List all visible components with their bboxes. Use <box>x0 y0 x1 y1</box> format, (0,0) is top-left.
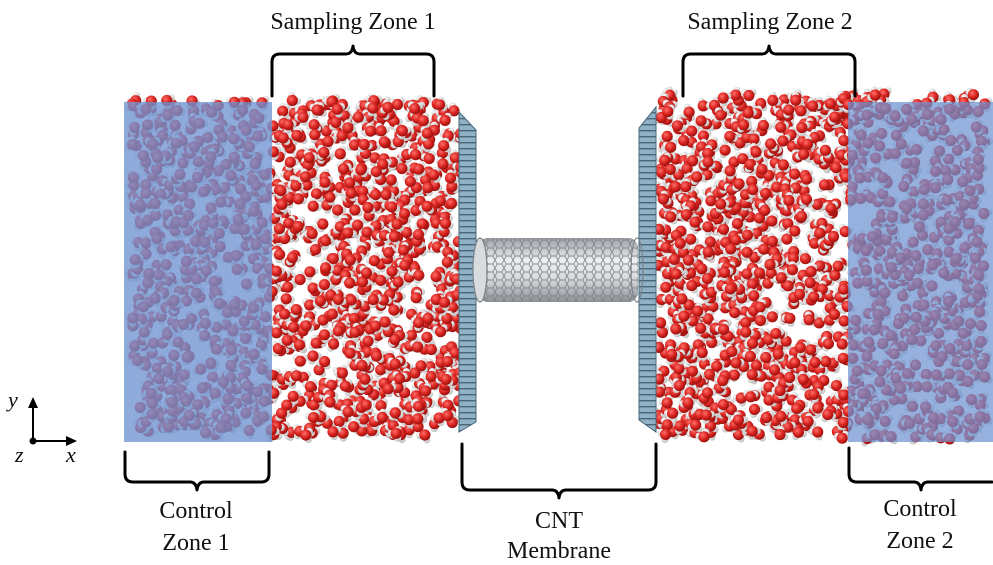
control-zone-2-overlay <box>848 102 993 442</box>
axis-triad <box>28 397 77 446</box>
water-molecule <box>315 217 329 233</box>
water-molecule <box>304 266 319 281</box>
bracket-sampling-zone-1 <box>270 44 436 98</box>
water-molecule <box>757 116 772 132</box>
water-molecule <box>372 398 388 412</box>
water-molecule <box>331 145 346 160</box>
y-arrow-icon <box>28 397 38 408</box>
water-molecule <box>346 326 361 341</box>
water-molecule <box>373 408 388 423</box>
water-molecule <box>762 138 778 152</box>
water-molecule <box>683 279 698 294</box>
water-molecule <box>414 215 428 231</box>
label-cnt-line2: Membrane <box>507 538 611 564</box>
carbon-nanotube <box>472 237 644 303</box>
water-molecule <box>316 356 331 370</box>
water-molecule <box>305 409 320 424</box>
water-molecule <box>430 412 445 427</box>
water-molecule <box>425 341 440 356</box>
water-molecule <box>432 324 448 338</box>
water-molecule <box>302 379 318 393</box>
label-cnt-line1: CNT <box>535 508 583 534</box>
bracket-sampling-zone-2 <box>681 44 857 98</box>
water-molecule <box>307 350 322 365</box>
water-molecule <box>270 223 286 237</box>
water-molecule <box>434 96 448 112</box>
water-molecule <box>376 133 390 148</box>
bracket-control-zone-2 <box>847 446 993 492</box>
bracket-cnt-membrane <box>460 442 658 500</box>
water-molecule <box>790 91 805 106</box>
membrane-sheet-right <box>638 105 657 433</box>
label-control-zone-2-line2: Zone 2 <box>886 528 954 554</box>
water-molecule <box>681 103 695 119</box>
water-molecule <box>742 107 757 122</box>
water-molecule <box>657 279 672 293</box>
water-molecule <box>801 173 816 188</box>
water-molecule <box>399 191 413 206</box>
label-sampling-zone-1: Sampling Zone 1 <box>270 9 436 35</box>
water-molecule <box>410 289 424 305</box>
water-molecule <box>699 221 714 236</box>
label-control-zone-1-line2: Zone 1 <box>162 530 230 556</box>
water-molecule <box>799 250 814 265</box>
water-molecule <box>717 143 731 159</box>
z-axis-dot-icon <box>29 437 37 445</box>
control-zone-1-overlay <box>124 102 272 442</box>
water-molecule <box>767 91 782 106</box>
label-control-zone-2-line1: Control <box>883 496 957 522</box>
water-molecule <box>288 303 302 318</box>
label-control-zone-1-line1: Control <box>159 498 233 524</box>
water-molecule <box>657 428 672 443</box>
water-molecule <box>341 276 358 289</box>
bracket-control-zone-1 <box>123 450 271 492</box>
water-molecule <box>398 148 413 163</box>
axis-label-y: y <box>8 387 18 412</box>
label-sampling-zone-2: Sampling Zone 2 <box>687 9 853 35</box>
water-molecule <box>324 191 338 206</box>
water-molecule <box>286 92 301 107</box>
water-molecule <box>375 273 389 289</box>
water-molecule <box>365 252 380 267</box>
axis-label-z: z <box>15 442 24 467</box>
water-molecule <box>419 331 435 345</box>
water-molecule <box>445 195 460 210</box>
axis-label-x: x <box>66 442 76 467</box>
water-molecule <box>368 386 382 402</box>
water-molecule <box>292 354 308 367</box>
